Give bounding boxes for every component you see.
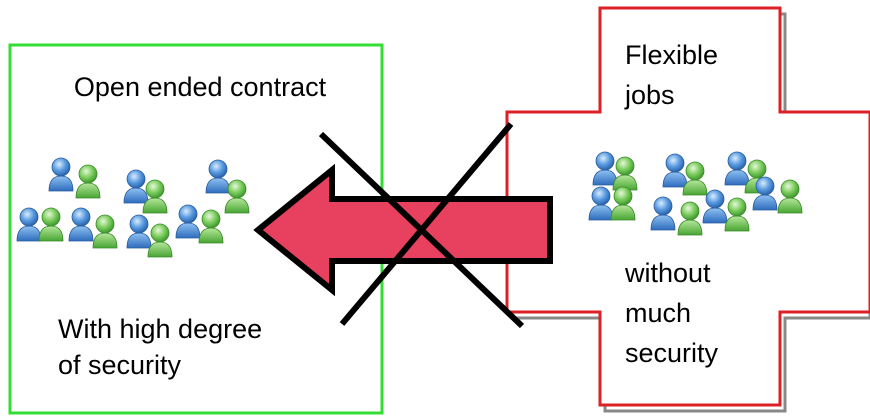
right-shape-caption-line3: security	[625, 338, 719, 368]
flexible-jobs-shape: Flexible jobs without much security	[505, 6, 870, 413]
right-shape-title-line1: Flexible	[625, 40, 718, 70]
right-shape-title-line2: jobs	[624, 80, 675, 110]
cross-out-x-icon	[318, 122, 525, 329]
right-shape-caption-line2: much	[625, 298, 691, 328]
left-box-caption-line1: With high degree	[58, 314, 262, 344]
right-shape-caption-line1: without	[624, 258, 711, 288]
left-box-caption-line2: of security	[58, 350, 182, 380]
left-box-title: Open ended contract	[74, 72, 327, 102]
transition-arrow	[253, 163, 553, 297]
